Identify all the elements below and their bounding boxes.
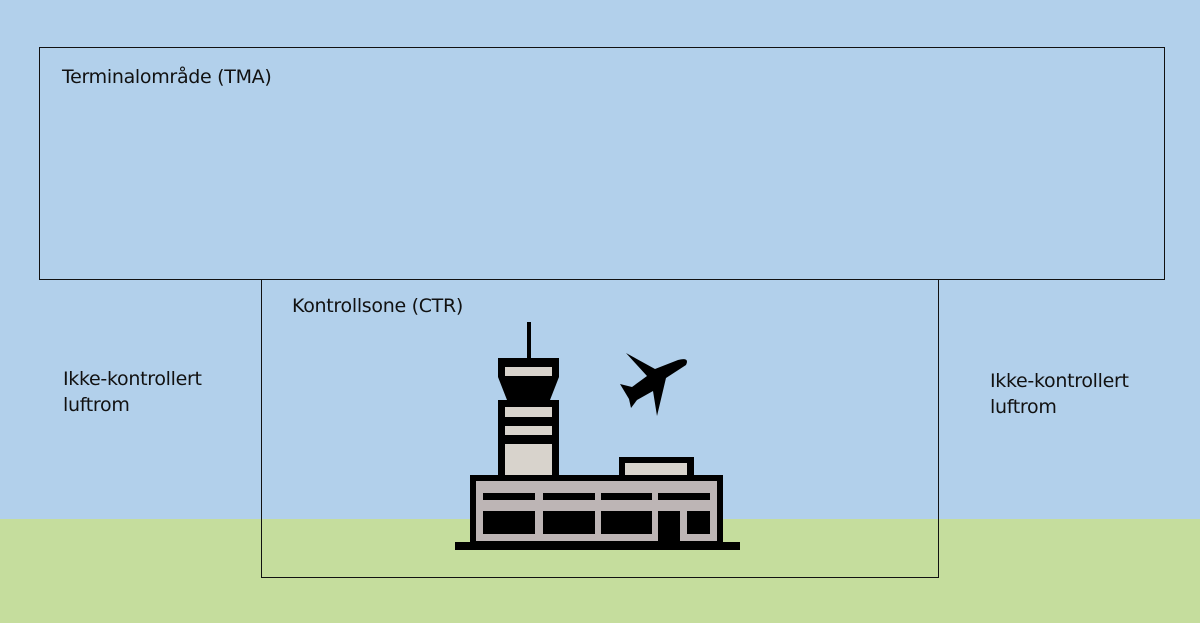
- ctr-box: Kontrollsone (CTR): [261, 279, 939, 578]
- right-label-line2: luftrom: [990, 396, 1057, 418]
- airplane-icon: [620, 353, 687, 416]
- right-uncontrolled-label: Ikke-kontrollert luftrom: [990, 368, 1129, 420]
- control-tower-icon: [498, 322, 559, 478]
- left-label-line1: Ikke-kontrollert: [63, 368, 202, 390]
- ctr-label: Kontrollsone (CTR): [292, 295, 463, 317]
- right-label-line1: Ikke-kontrollert: [990, 370, 1129, 392]
- tma-label: Terminalområde (TMA): [62, 66, 272, 88]
- left-label-line2: luftrom: [63, 394, 130, 416]
- left-uncontrolled-label: Ikke-kontrollert luftrom: [63, 366, 202, 418]
- sky-background: [0, 0, 1200, 519]
- terminal-building-icon: [455, 457, 740, 550]
